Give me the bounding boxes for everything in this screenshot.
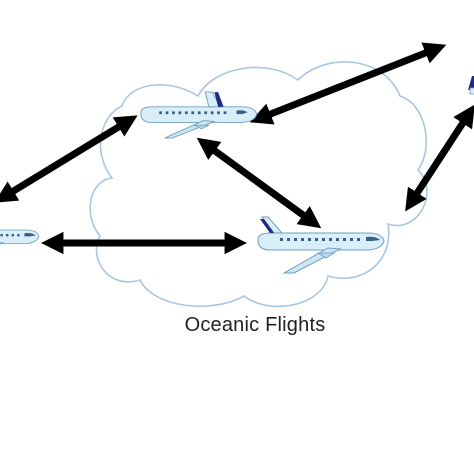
- link-arrow-top-to-middle: [196, 137, 322, 229]
- link-arrow-right-to-cloud: [405, 104, 474, 212]
- airplane-icon: [468, 76, 474, 95]
- airplane-icon: [257, 216, 385, 274]
- link-arrow-top-to-right: [249, 42, 447, 125]
- arrows: [0, 42, 474, 255]
- airplane-icon: [140, 91, 258, 139]
- link-arrow-left-to-top: [0, 115, 138, 203]
- airplane-icon: [0, 229, 40, 245]
- region-caption: Oceanic Flights: [184, 314, 326, 336]
